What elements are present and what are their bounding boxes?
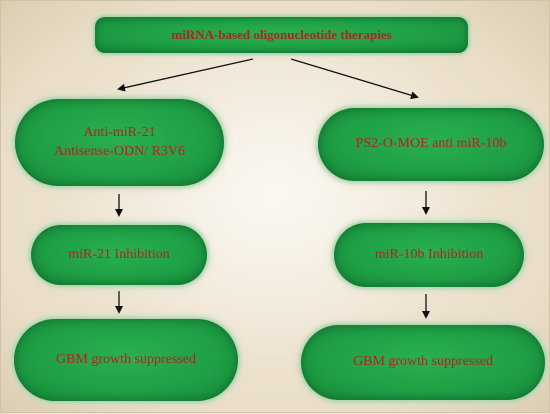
left-box-1-line-1: Anti-miR-21 [83,124,156,140]
left-box-3-text: GBM growth suppressed [56,351,196,367]
right-box-gbm-growth: GBM growth suppressed [301,325,545,400]
left-box-mir21-inhibition: miR-21 Inhibition [31,225,207,285]
left-box-1-line-2: Antisense-ODN/ R3V6 [53,143,186,159]
arrow-title-to-right [290,58,419,100]
left-box-anti-mir21: Anti-miR-21 Antisense-ODN/ R3V6 [15,99,224,186]
right-box-ps2-o-moe: PS2-O-MOE anti miR-10b [318,108,544,181]
left-box-gbm-growth: GBM growth suppressed [14,319,238,401]
title-box: miRNA-based oligonucleotide therapies [95,17,468,53]
right-box-2-text: miR-10b Inhibition [374,246,484,262]
arrow-title-to-left [117,58,254,92]
right-box-3-text: GBM growth suppressed [353,354,493,370]
left-box-2-text: miR-21 Inhibition [68,246,170,262]
right-box-1-text: PS2-O-MOE anti miR-10b [355,136,507,152]
right-box-mir10b-inhibition: miR-10b Inhibition [334,223,524,287]
title-text: miRNA-based oligonucleotide therapies [171,27,392,43]
